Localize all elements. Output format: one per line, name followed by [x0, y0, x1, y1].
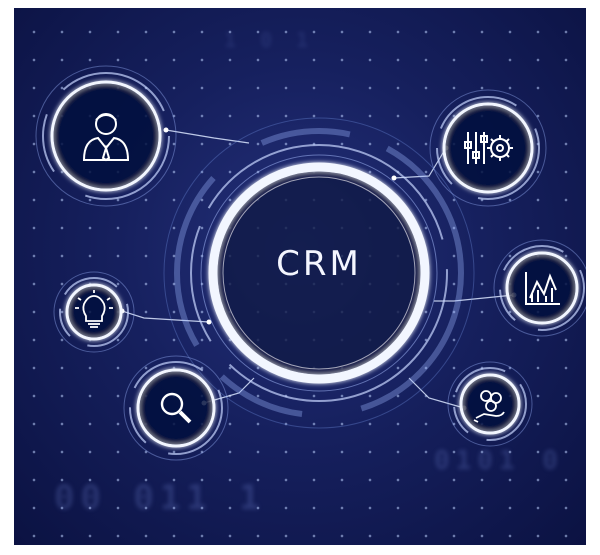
- money-node: [447, 361, 533, 447]
- search-node: [123, 355, 229, 461]
- binary-bg-1: 00 011 1: [54, 478, 266, 518]
- chart-icon: [525, 272, 560, 305]
- crm-diagram: [35, 65, 586, 461]
- lightbulb-icon: [75, 290, 113, 328]
- binary-bg-3: 1 0 1: [224, 28, 315, 52]
- businessman-icon: [82, 113, 130, 162]
- settings-node: [429, 89, 547, 207]
- analytics-node: [493, 239, 586, 337]
- money-hand-icon: [473, 390, 505, 423]
- crm-infographic: 00 011 1 0101 0 1 0 1: [14, 8, 586, 545]
- idea-node: [53, 271, 135, 353]
- user-node: [35, 65, 177, 207]
- crm-title: CRM: [276, 244, 362, 284]
- magnifier-icon: [160, 392, 192, 424]
- binary-bg-2: 0101 0: [434, 446, 564, 476]
- crm-hub: [163, 117, 475, 429]
- connector-lines: [121, 129, 515, 409]
- sliders-gear-icon: [464, 132, 513, 164]
